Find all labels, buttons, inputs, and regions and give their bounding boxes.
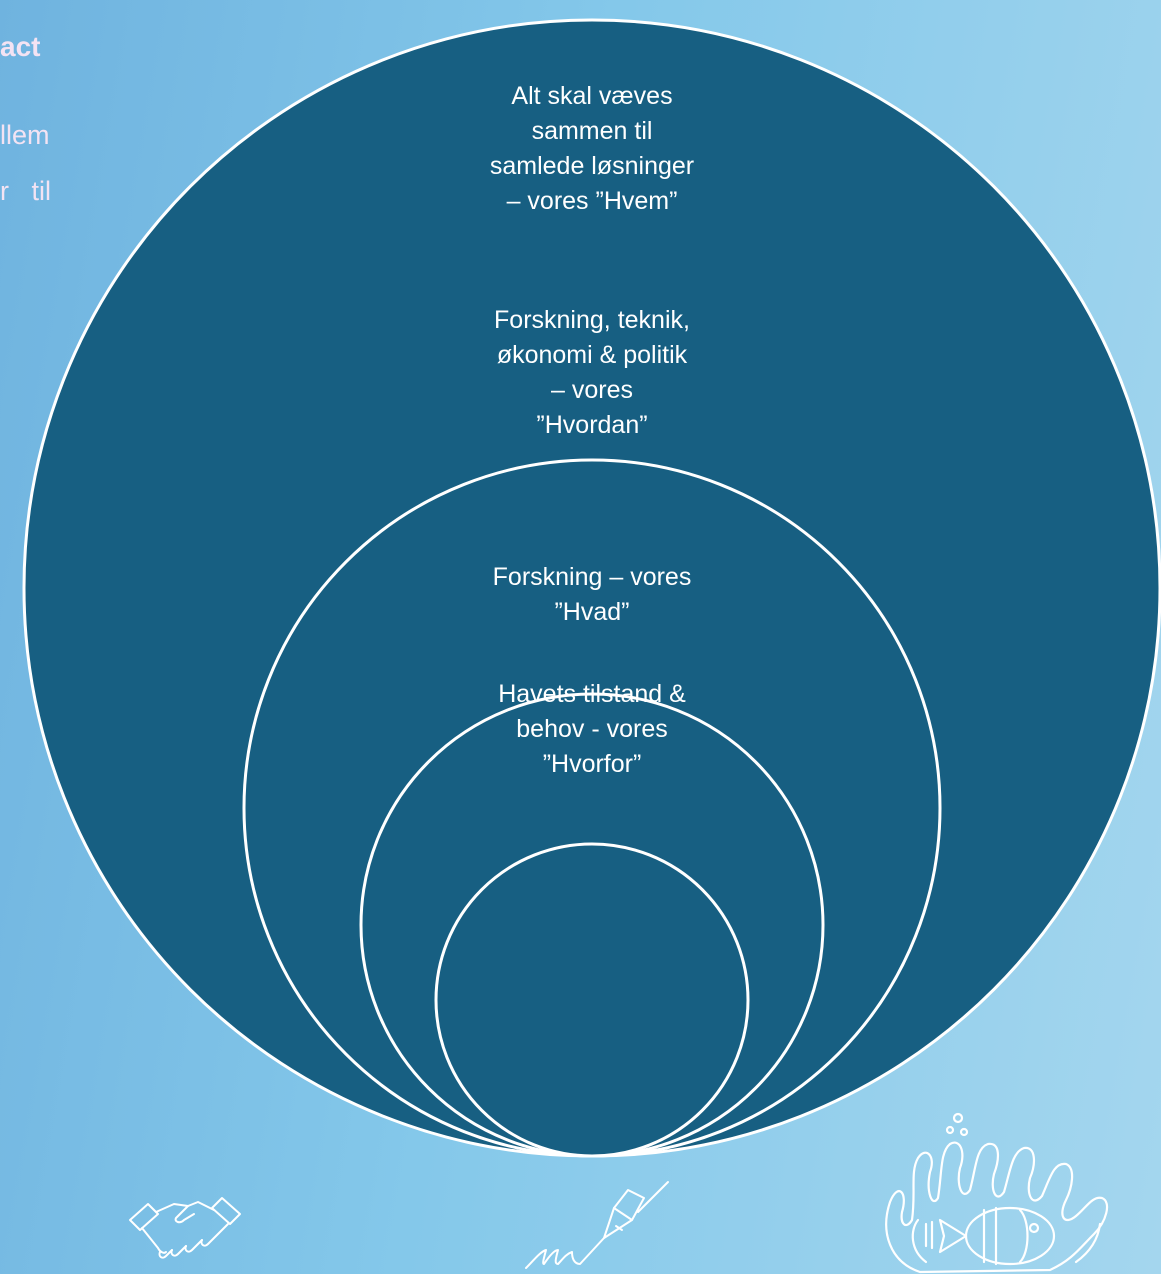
ring-2-label-line: Forskning, teknik, [494,306,690,334]
fountain-pen-signature-icon [525,1181,669,1269]
ring-2-label-line: ”Hvordan” [536,411,647,439]
ring-1-label-line: sammen til [532,117,653,145]
ring-4-circle [434,842,750,1158]
ring-4-label-line: Havets tilstand & [498,680,686,708]
ring-2-label-line: økonomi & politik [497,341,688,369]
ring-1-label-line: samlede løsninger [490,152,694,180]
ring-1-label-line: – vores ”Hvem” [507,187,678,215]
ring-4-label-line: behov - vores [516,715,667,743]
background-title-fragment: act [0,31,41,62]
ring-2-label: Forskning, teknik, økonomi & politik – vor… [494,306,690,439]
ring-1-label-line: Alt skal væves [511,82,672,110]
ring-3-label-line: ”Hvad” [554,598,629,626]
ring-4-label-line: ”Hvorfor” [543,750,642,778]
ring-3-label: Forskning – vores ”Hvad” [493,563,692,626]
coral-fish-icon [885,1112,1109,1274]
ring-2-label-line: – vores [551,376,633,404]
ring-1-label: Alt skal væves sammen til samlede løsninge… [490,82,694,215]
background-text-line-2: r til [0,176,51,206]
ring-4-label: Havets tilstand & behov - vores ”Hvorfor” [498,680,686,778]
ring-3-label-line: Forskning – vores [493,563,692,591]
handshake-icon [129,1197,241,1259]
